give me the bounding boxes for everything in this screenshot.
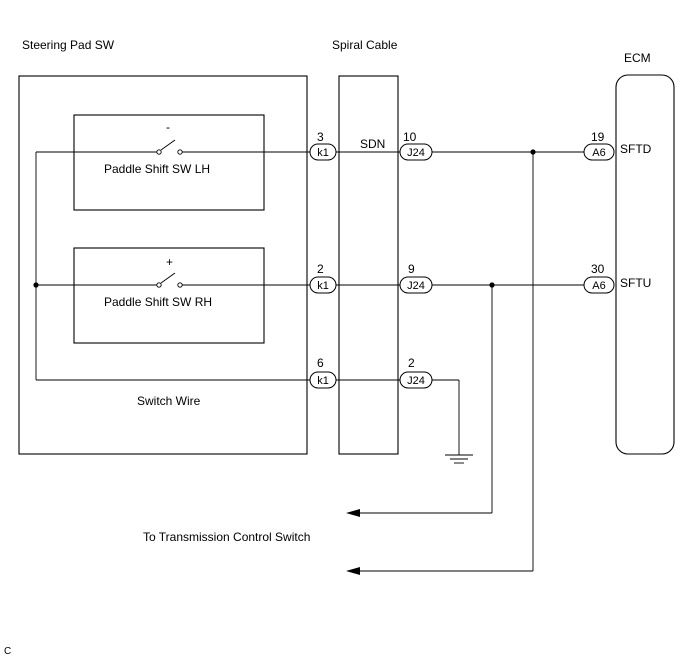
paddle-shift-sw-rh-sign: + (166, 255, 173, 269)
k1-bot-connector (309, 371, 337, 389)
spiral-cable-title: Spiral Cable (332, 38, 398, 52)
switch-wire-label: Switch Wire (137, 394, 201, 408)
sftu-signal-label: SFTU (620, 276, 651, 290)
switch-contact-lh-icon (156, 139, 183, 155)
paddle-shift-sw-lh-label: Paddle Shift SW LH (104, 162, 210, 176)
j24-top-pin: 10 (403, 130, 417, 144)
sftd-signal-label: SFTD (620, 142, 652, 156)
k1-mid-connector (309, 276, 337, 294)
j24-mid-connector (399, 276, 433, 294)
corner-mark: C (4, 646, 11, 657)
j24-bot-name: J24 (407, 375, 425, 387)
k1-top-connector (309, 143, 337, 161)
spiral-cable-box (338, 75, 399, 455)
k1-mid-name: k1 (317, 280, 329, 292)
j24-mid-name: J24 (407, 280, 425, 292)
ground-icon (445, 454, 473, 464)
arrow-left-icon (346, 509, 360, 517)
steering-pad-sw-box (18, 75, 308, 455)
ecm-box (615, 74, 675, 455)
arrow-left-icon (346, 567, 360, 575)
a6-mid-name: A6 (592, 280, 605, 292)
j24-bot-pin: 2 (408, 356, 415, 370)
junction-dot (33, 282, 39, 288)
a6-top-connector (583, 143, 615, 161)
a6-mid-pin: 30 (591, 262, 605, 276)
k1-top-pin: 3 (317, 130, 324, 144)
a6-mid-connector (583, 276, 615, 294)
paddle-shift-sw-rh-label: Paddle Shift SW RH (104, 295, 212, 309)
a6-top-pin: 19 (591, 130, 605, 144)
ecm-title: ECM (624, 51, 651, 65)
k1-bot-name: k1 (317, 375, 329, 387)
paddle-shift-sw-lh-box (73, 114, 265, 211)
k1-top-name: k1 (317, 147, 329, 159)
k1-mid-pin: 2 (317, 262, 324, 276)
switch-contact-rh-icon (156, 272, 183, 288)
j24-top-name: J24 (407, 147, 425, 159)
k1-bot-pin: 6 (317, 356, 324, 370)
transmission-label: To Transmission Control Switch (143, 530, 310, 544)
paddle-shift-sw-rh-box (73, 247, 265, 344)
j24-bot-connector (399, 371, 433, 389)
paddle-shift-sw-lh-sign: - (166, 120, 170, 134)
j24-mid-pin: 9 (408, 262, 415, 276)
j24-top-connector (399, 143, 433, 161)
a6-top-name: A6 (592, 147, 605, 159)
sdn-signal-label: SDN (360, 137, 385, 151)
steering-pad-sw-title: Steering Pad SW (22, 38, 115, 52)
